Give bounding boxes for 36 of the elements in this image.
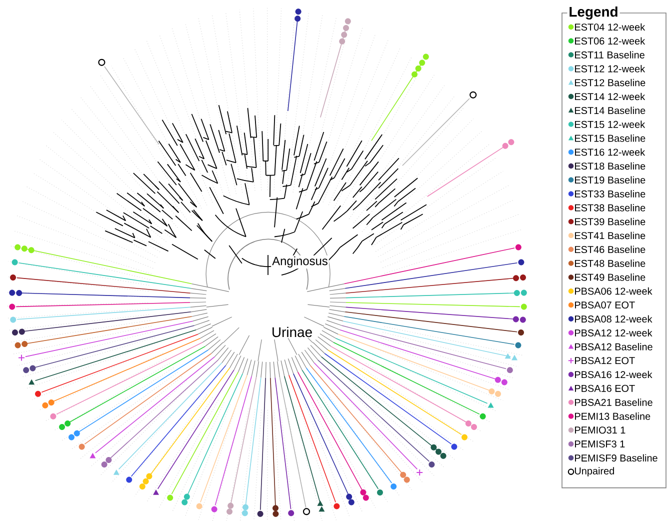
- legend-text: EST14 Baseline: [575, 106, 646, 114]
- legend-text: EST19 Baseline: [575, 176, 646, 184]
- legend-text: PEMISF3 1: [575, 440, 625, 448]
- legend-text: PBSA08 12-week: [575, 315, 652, 323]
- legend-text: EST12 Baseline: [575, 78, 646, 86]
- legend-text: EST38 Baseline: [575, 204, 646, 212]
- legend-title: Legend: [567, 4, 620, 22]
- legend-text: EST46 Baseline: [575, 246, 646, 254]
- legend-text: EST12 12-week: [575, 65, 646, 72]
- legend-text: PEMI13 Baseline: [575, 412, 650, 420]
- legend-text: PBSA12 12-week: [575, 329, 652, 336]
- clade-label: Urinae: [270, 326, 314, 338]
- legend-text: PBSA12 Baseline: [575, 343, 652, 350]
- legend-text: PBSA07 EOT: [575, 301, 635, 309]
- legend-text: EST18 Baseline: [575, 162, 646, 170]
- legend-text: PBSA06 12-week: [575, 287, 652, 295]
- legend-text: EST39 Baseline: [575, 218, 646, 226]
- legend-text: EST49 Baseline: [575, 274, 646, 281]
- legend-text: EST16 12-week: [575, 148, 646, 156]
- legend-text: PEMIO31 1: [575, 426, 626, 434]
- legend-text: EST11 Baseline: [575, 51, 644, 58]
- legend-text: Unpaired: [574, 467, 614, 476]
- legend-text: PBSA21 Baseline: [575, 398, 652, 406]
- legend-text: EST06 12-week: [575, 37, 646, 45]
- legend-text: EST15 12-week: [575, 120, 646, 128]
- legend-text: PBSA12 EOT: [575, 357, 635, 364]
- legend-text: PBSA16 EOT: [575, 384, 635, 392]
- legend-text: PEMISF9 Baseline: [575, 454, 658, 462]
- legend-text: EST04 12-week: [575, 23, 646, 31]
- clade-label: Anginosus: [271, 255, 329, 269]
- legend-text: EST33 Baseline: [575, 190, 646, 198]
- legend-text: EST15 Baseline: [575, 134, 646, 142]
- legend-text: EST48 Baseline: [575, 260, 646, 267]
- legend-text: EST41 Baseline: [575, 232, 646, 240]
- legend-text: PBSA16 12-week: [575, 370, 652, 378]
- legend-text: EST14 12-week: [575, 92, 646, 100]
